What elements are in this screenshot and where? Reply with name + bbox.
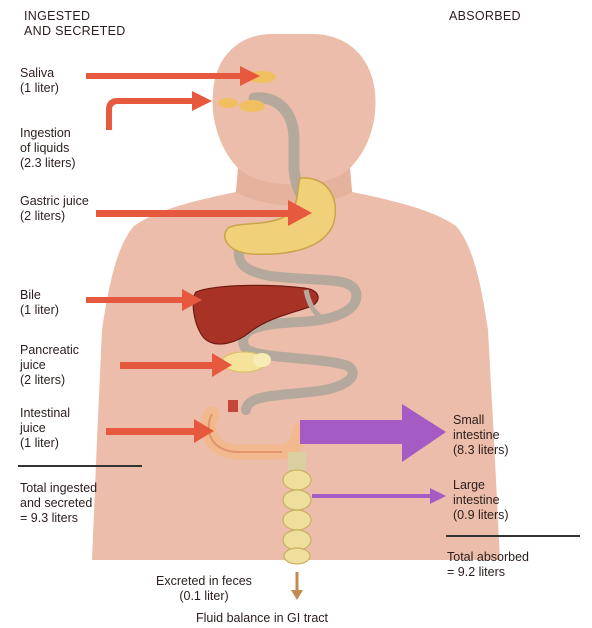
gastric-label: Gastric juice (2 liters)	[20, 194, 89, 224]
feces-label: Excreted in feces (0.1 liter)	[124, 574, 284, 604]
absorbed-heading: ABSORBED	[449, 9, 521, 24]
small-intestine-label: Small intestine (8.3 liters)	[453, 413, 509, 458]
total-ingested: Total ingested and secreted = 9.3 liters	[20, 481, 97, 526]
ingested-heading: INGESTED AND SECRETED	[24, 9, 126, 39]
liquids-label: Ingestion of liquids (2.3 liters)	[20, 126, 76, 171]
left-divider	[18, 465, 142, 467]
bile-label: Bile (1 liter)	[20, 288, 59, 318]
large-intestine-label: Large intestine (0.9 liters)	[453, 478, 509, 523]
intestinal-label: Intestinal juice (1 liter)	[20, 406, 70, 451]
saliva-label: Saliva (1 liter)	[20, 66, 59, 96]
liquids-arrow	[106, 91, 212, 130]
pancreatic-label: Pancreatic juice (2 liters)	[20, 343, 79, 388]
total-absorbed: Total absorbed = 9.2 liters	[447, 550, 529, 580]
right-divider	[446, 535, 580, 537]
caption: Fluid balance in GI tract	[196, 611, 328, 626]
